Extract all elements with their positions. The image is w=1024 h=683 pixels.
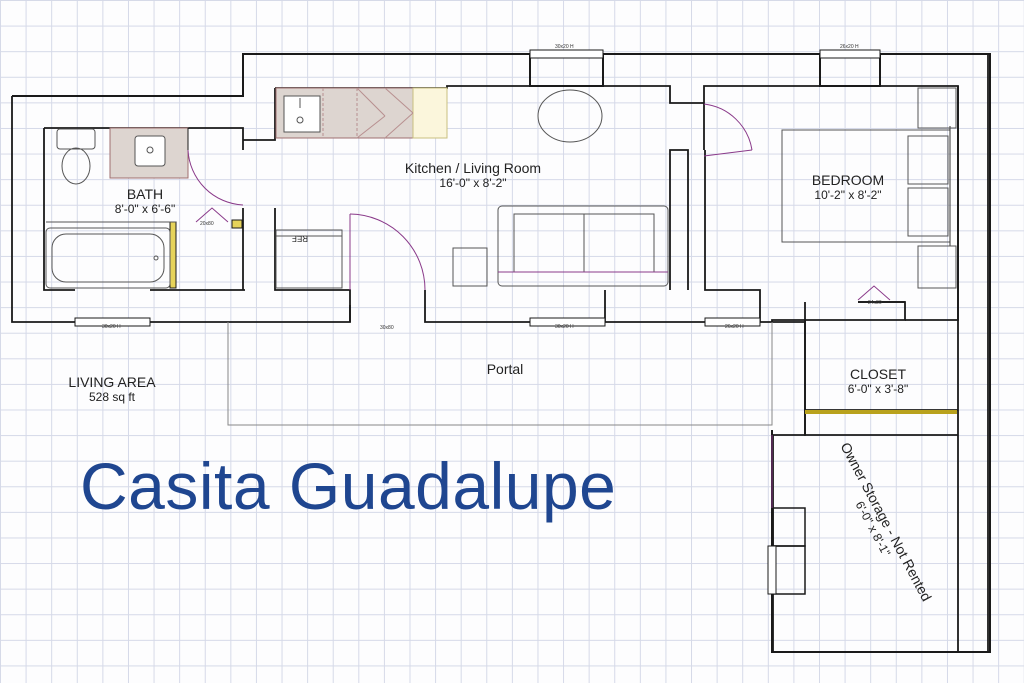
window-tag: 30x20 H xyxy=(555,324,574,330)
living-area-value: 528 sq ft xyxy=(88,390,136,404)
bedroom-dims: 10'-2" x 8'-2" xyxy=(814,188,882,202)
sofa xyxy=(497,205,669,287)
bath-name: BATH xyxy=(126,186,164,202)
dining-table xyxy=(537,89,603,143)
page-title: Casita Guadalupe xyxy=(80,449,617,523)
window-tag: 30x20 H xyxy=(102,324,121,330)
kitchen-counter xyxy=(275,87,448,139)
window-tag: 26x20 H xyxy=(725,324,744,330)
door-tag: 24x80 xyxy=(868,300,882,306)
living-area-title: LIVING AREA xyxy=(68,374,156,390)
kitchen-label: Kitchen / Living Room 16'-0" x 8'-2" xyxy=(388,160,558,190)
kitchen-dims: 16'-0" x 8'-2" xyxy=(439,176,507,190)
portal-label: Portal xyxy=(470,361,540,377)
living-area-label: LIVING AREA 528 sq ft xyxy=(50,374,174,404)
window-tag: 30x20 H xyxy=(555,44,574,50)
bedroom-name: BEDROOM xyxy=(811,172,885,188)
door-tag: 20x80 xyxy=(200,221,214,227)
closet-name: CLOSET xyxy=(849,366,906,382)
bath-dims: 8'-0" x 6'-6" xyxy=(114,202,176,216)
closet-label: CLOSET 6'-0" x 3'-8" xyxy=(828,366,928,396)
windows xyxy=(74,49,881,595)
window-tag: 26x20 H xyxy=(840,44,859,50)
bath-label: BATH 8'-0" x 6'-6" xyxy=(100,186,190,216)
ref-label: REF xyxy=(292,234,308,243)
bath-fixtures xyxy=(45,127,189,289)
closet-dims: 6'-0" x 3'-8" xyxy=(847,382,909,396)
bed xyxy=(781,87,957,289)
kitchen-name: Kitchen / Living Room xyxy=(404,160,542,176)
bedroom-label: BEDROOM 10'-2" x 8'-2" xyxy=(796,172,900,202)
portal-outline xyxy=(227,322,773,426)
portal-name: Portal xyxy=(486,361,524,377)
door-tag: 30x80 xyxy=(380,325,394,331)
refrigerator xyxy=(275,229,343,289)
